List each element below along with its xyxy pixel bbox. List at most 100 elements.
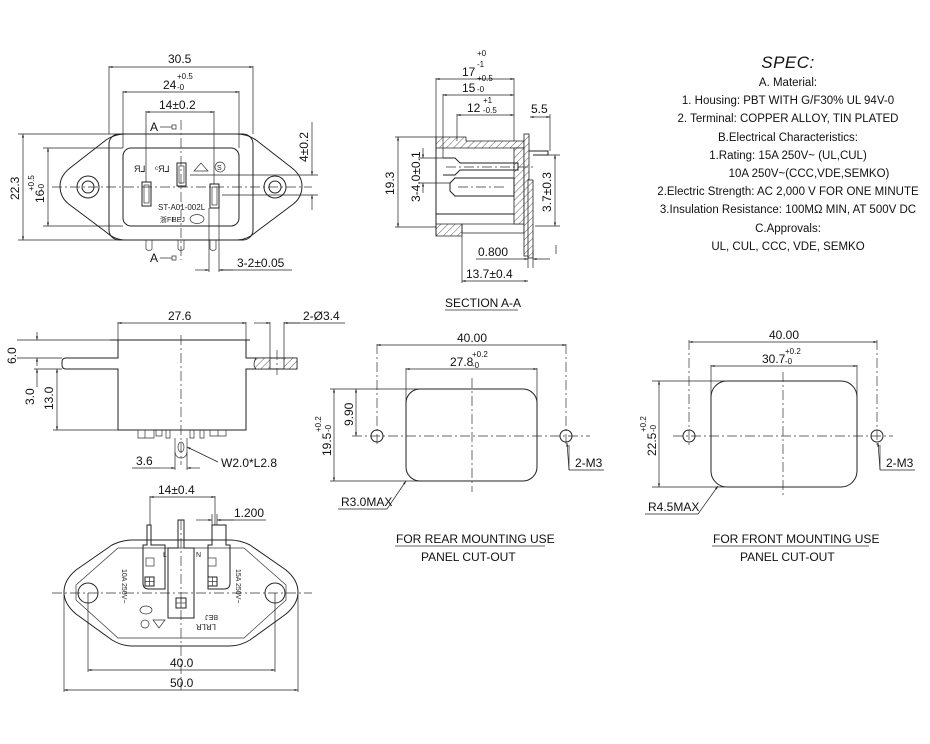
dimension-label: +0.2 bbox=[314, 416, 323, 432]
dimension-label: 17 bbox=[462, 65, 476, 79]
spec-line: A. Material: bbox=[758, 77, 818, 89]
dimension-label: R3.0MAX bbox=[341, 495, 392, 509]
dimension-label: 40.0 bbox=[170, 656, 194, 670]
spec-line: C.Approvals: bbox=[755, 222, 821, 235]
semko-s-icon bbox=[214, 161, 226, 173]
dimension-label: W2.0*L2.8 bbox=[221, 456, 277, 470]
spec-line: UL, CUL, CCC, VDE, SEMKO bbox=[711, 240, 865, 253]
dimension-label: +0.5 bbox=[177, 72, 193, 81]
spec-line: 1. Housing: PBT WITH G/F30% UL 94V-0 bbox=[681, 95, 895, 108]
dimension-label: -0 bbox=[37, 183, 46, 191]
dimension-label: 13.0 bbox=[42, 386, 56, 410]
front-view: Я⅃ ᶜЯ⅃ S ST-A01-002L 浙FI BEJ A A 30.5 24… bbox=[8, 52, 318, 272]
section-marker-bottom: A bbox=[150, 251, 158, 265]
dimension-label: 19.3 bbox=[383, 171, 397, 195]
rear-caption-1: FOR REAR MOUNTING USE bbox=[396, 532, 555, 546]
dimension-label: +0.5 bbox=[27, 175, 36, 191]
dimension-label: 5.5 bbox=[531, 102, 548, 116]
dimension-label: 3.6 bbox=[136, 454, 153, 468]
rear-caption-2: PANEL CUT-OUT bbox=[421, 550, 516, 564]
dimension-label: BEJ bbox=[205, 613, 218, 620]
front-cutout-view: 40.00 30.7 +0.2 -0 22.5 +0.2 -0 2-M3 R4.… bbox=[639, 328, 915, 564]
dimension-label: R4.5MAX bbox=[648, 500, 699, 514]
front-pin-earth bbox=[176, 162, 187, 187]
front-pin-right bbox=[209, 183, 220, 209]
dimension-label: -0 bbox=[177, 83, 185, 92]
dimension-label: 2-M3 bbox=[886, 456, 914, 470]
dimension-label: +0.5 bbox=[477, 74, 493, 83]
dimension-label: 40.00 bbox=[769, 328, 799, 342]
dimension-label: 浙FI bbox=[160, 215, 173, 224]
rear-view: L N 10A 250V~ 15A 250V~ BEJ ꓤꓶꓤꓶ 14±0.4 … bbox=[52, 483, 312, 692]
section-title: SECTION A-A bbox=[445, 296, 521, 310]
spec-panel: SPEC: A. Material: 1. Housing: PBT WITH … bbox=[656, 52, 920, 256]
dimension-label: 0.800 bbox=[478, 245, 508, 259]
spec-line: B.Electrical Characteristics: bbox=[718, 131, 858, 144]
dimension-label: 12 bbox=[467, 101, 481, 115]
dimension-label: 14±0.2 bbox=[159, 98, 196, 112]
front-caption-2: PANEL CUT-OUT bbox=[740, 550, 835, 564]
dimension-label: +0.2 bbox=[639, 416, 648, 432]
dimension-label: 13.7±0.4 bbox=[466, 267, 513, 281]
dimension-label: 9.90 bbox=[342, 402, 356, 426]
dimension-label: 15A 250V~ bbox=[234, 569, 241, 603]
dimension-label: 3.7±0.3 bbox=[540, 172, 554, 212]
dimension-label: 15 bbox=[462, 81, 476, 95]
dimension-label: 10A 250V~ bbox=[120, 569, 127, 603]
dimension-label: -0 bbox=[472, 361, 480, 370]
dimension-label: 22.3 bbox=[8, 176, 22, 200]
dimension-label: L bbox=[163, 552, 167, 559]
dimension-label: ᶜЯ⅃ bbox=[155, 164, 170, 174]
dimension-label: 16 bbox=[33, 189, 47, 203]
dimension-label: 3-4.0±0.1 bbox=[409, 151, 423, 202]
rear-flange-outline bbox=[63, 539, 299, 647]
dimension-label: 27.6 bbox=[168, 309, 192, 323]
rear-semko-icon bbox=[140, 619, 150, 629]
spec-title: SPEC: bbox=[761, 53, 815, 72]
dimension-label: N bbox=[196, 552, 201, 559]
front-pin-left bbox=[141, 181, 152, 207]
dimension-label: S bbox=[217, 165, 222, 172]
dimension-label: 2-Ø3.4 bbox=[303, 309, 340, 323]
rear-cutout-view: 40.00 27.8 +0.2 -0 19.5 +0.2 -0 9.90 2-M… bbox=[314, 331, 604, 564]
ccc-mark-icon bbox=[189, 214, 205, 224]
dimension-label: 4±0.2 bbox=[297, 132, 311, 162]
rear-ccc-mark-icon bbox=[139, 605, 153, 615]
dimension-label: -0 bbox=[477, 85, 485, 94]
front-cutout-rect bbox=[710, 380, 858, 488]
dimension-label: 6.0 bbox=[5, 347, 19, 364]
front-caption-1: FOR FRONT MOUNTING USE bbox=[713, 532, 879, 546]
dimension-label: 14±0.4 bbox=[158, 483, 195, 497]
dimension-label: ꓤꓶꓤꓶ bbox=[196, 623, 216, 632]
rear-vde-icon bbox=[152, 619, 166, 629]
dimension-label: +0.2 bbox=[472, 350, 488, 359]
rear-cutout-rect bbox=[405, 388, 538, 482]
dimension-label: 24 bbox=[163, 78, 177, 92]
vde-triangle-icon bbox=[193, 162, 209, 172]
dimension-label: -0 bbox=[649, 424, 658, 432]
section-view: 17 +0 -1 15 +0.5 -0 12 +1 -0.5 5.5 19.3 … bbox=[383, 49, 560, 311]
dimension-label: +0 bbox=[477, 49, 487, 58]
dimension-label: 50.0 bbox=[170, 676, 194, 690]
dimension-label: -0.5 bbox=[483, 106, 497, 115]
dimension-label: 2-M3 bbox=[575, 456, 603, 470]
dimension-label: BEJ bbox=[172, 217, 185, 224]
dimension-label: -0 bbox=[785, 357, 793, 366]
spec-line: 2. Terminal: COPPER ALLOY, TIN PLATED bbox=[677, 113, 899, 126]
dimension-label: 40.00 bbox=[457, 331, 487, 345]
section-marker-top: A bbox=[150, 120, 158, 134]
spec-line: 3.Insulation Resistance: 100MΩ MIN, AT 5… bbox=[659, 204, 917, 217]
dimension-label: 3-2±0.05 bbox=[237, 256, 285, 270]
spec-line: 1.Rating: 15A 250V~ (UL,CUL) bbox=[709, 149, 867, 162]
dimension-label: 22.5 bbox=[645, 432, 659, 456]
dimension-label: +0.2 bbox=[785, 347, 801, 356]
side-view: 27.6 2-Ø3.4 6.0 3.0 13.0 3.6 W2.0*L2.8 bbox=[5, 309, 345, 470]
dimension-label: -0 bbox=[324, 424, 333, 432]
dimension-label: 3.0 bbox=[23, 388, 37, 405]
dimension-label: 1.200 bbox=[234, 506, 264, 520]
spec-line: 2.Electric Strength: AC 2,000 V FOR ONE … bbox=[657, 186, 919, 199]
dimension-label: +1 bbox=[483, 96, 493, 105]
dimension-label: -1 bbox=[477, 60, 485, 69]
dimension-label: 30.5 bbox=[168, 52, 192, 66]
